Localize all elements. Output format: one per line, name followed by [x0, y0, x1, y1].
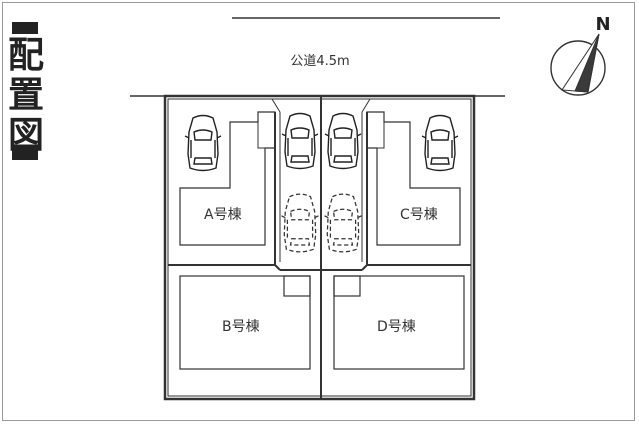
car-icon	[280, 193, 320, 253]
road-label: 公道4.5m	[290, 54, 350, 69]
lot-driveway-edges	[271, 98, 371, 262]
compass-label: N	[595, 14, 610, 35]
car-icon	[323, 193, 363, 253]
title-char-2: 置	[7, 75, 44, 116]
site-boundary	[163, 94, 476, 401]
house-c-footprint	[366, 111, 461, 246]
unit-c-label: C号棟	[400, 207, 438, 223]
unit-b-label: B号棟	[222, 319, 260, 335]
title-bracket-bottom	[12, 148, 38, 160]
car-icon	[421, 114, 459, 172]
title-char-1: 配	[7, 35, 44, 76]
house-a-footprint	[179, 111, 276, 246]
house-b-footprint	[179, 275, 311, 370]
north-arrow-icon	[550, 33, 606, 96]
outer-frame	[2, 2, 635, 421]
unit-a-label: A号棟	[204, 207, 242, 223]
house-d-footprint	[333, 275, 465, 370]
unit-d-label: D号棟	[377, 319, 416, 335]
title-bracket-top	[12, 22, 38, 34]
car-icon	[281, 112, 319, 170]
car-icon	[324, 112, 362, 170]
car-icon	[184, 114, 222, 172]
